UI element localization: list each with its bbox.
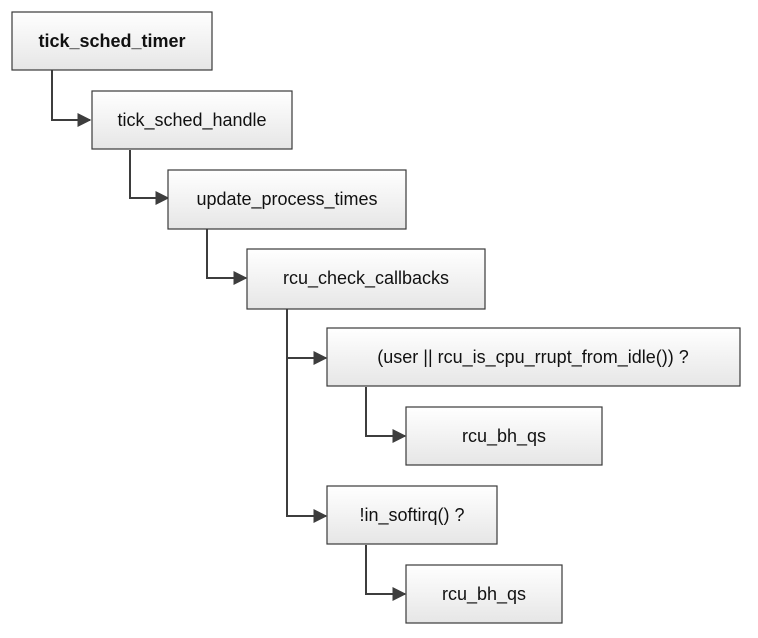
node-rcu-check-callbacks: rcu_check_callbacks <box>246 248 486 310</box>
node-user-or-idle-check: (user || rcu_is_cpu_rrupt_from_idle()) ? <box>326 327 741 387</box>
edge-user_or_idle_check-to-rcu_bh_qs_1 <box>365 387 407 443</box>
node-tick-sched-timer: tick_sched_timer <box>11 11 213 71</box>
edge-rcu_check_callbacks-to-user_or_idle_check <box>286 309 328 365</box>
edge-rcu_check_callbacks-to-in_softirq_check <box>286 358 328 523</box>
node-rcu-bh-qs-2: rcu_bh_qs <box>405 564 563 624</box>
node-label: (user || rcu_is_cpu_rrupt_from_idle()) ? <box>377 347 688 368</box>
edge-tick_sched_timer-to-tick_sched_handle <box>51 70 92 127</box>
node-label: !in_softirq() ? <box>359 505 464 526</box>
edge-update_process_times-to-rcu_check_callbacks <box>206 229 248 285</box>
node-label: rcu_bh_qs <box>462 426 546 447</box>
edge-tick_sched_handle-to-update_process_times <box>129 150 170 205</box>
node-tick-sched-handle: tick_sched_handle <box>91 90 293 150</box>
node-in-softirq-check: !in_softirq() ? <box>326 485 498 545</box>
edge-in_softirq_check-to-rcu_bh_qs_2 <box>365 545 407 601</box>
node-rcu-bh-qs-1: rcu_bh_qs <box>405 406 603 466</box>
node-label: tick_sched_timer <box>38 31 185 51</box>
node-update-process-times: update_process_times <box>167 169 407 230</box>
node-label: update_process_times <box>196 189 377 210</box>
node-label: rcu_bh_qs <box>442 584 526 605</box>
node-label: rcu_check_callbacks <box>283 268 449 289</box>
node-label: tick_sched_handle <box>117 110 266 131</box>
